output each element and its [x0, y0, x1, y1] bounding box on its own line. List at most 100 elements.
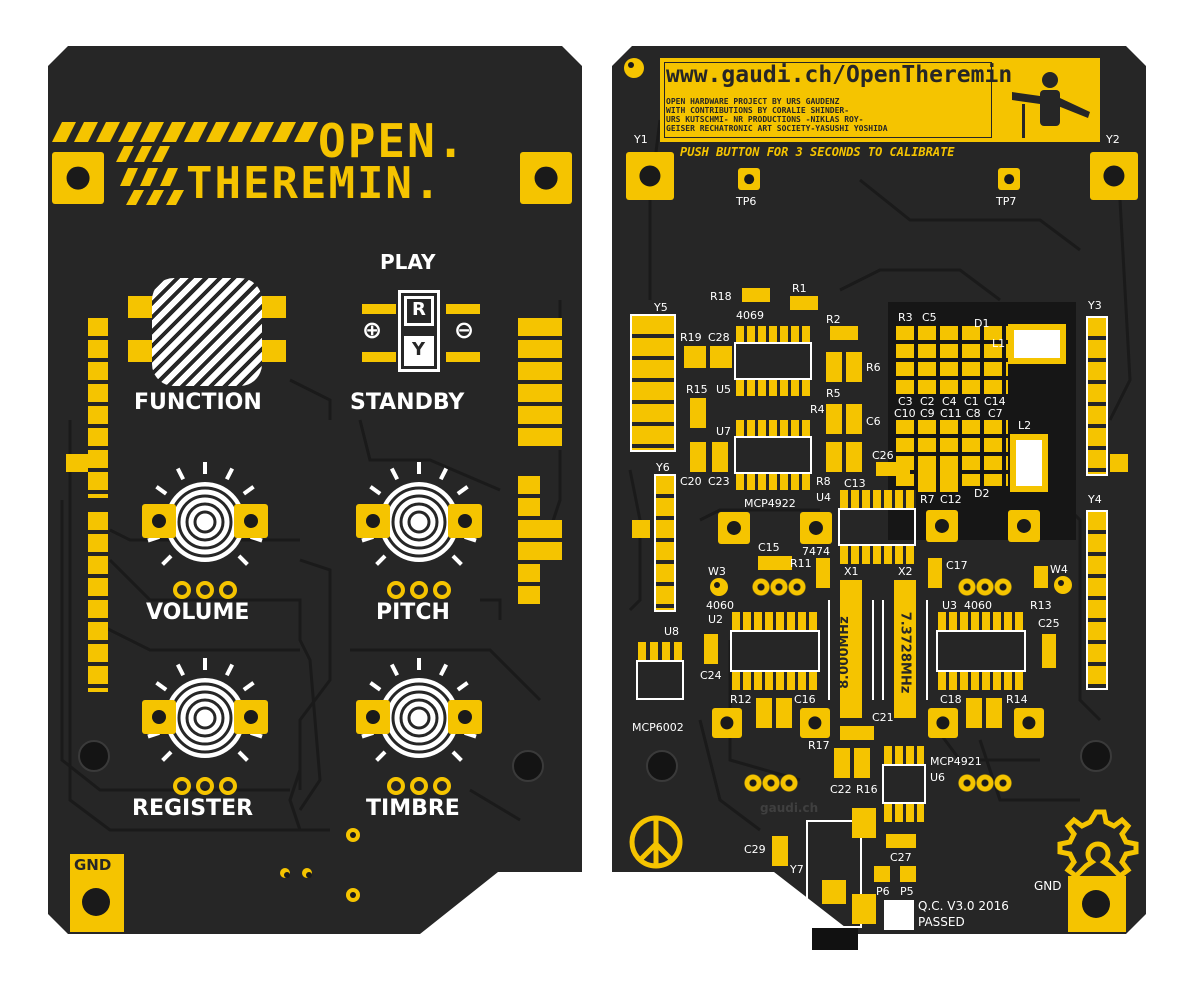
knob-ring — [399, 502, 439, 542]
c17-pad — [928, 558, 942, 588]
front-gnd-hole — [82, 888, 110, 916]
chip-u3-pins-bottom — [938, 672, 1026, 690]
knob-disc — [165, 678, 245, 758]
switch-pad-l2 — [362, 352, 396, 362]
r19-pad — [684, 346, 706, 368]
play-standby-switch[interactable] — [398, 290, 440, 372]
minus-symbol: ⊖ — [454, 316, 475, 344]
label-c6: C6 — [866, 415, 881, 428]
label-y5: Y5 — [654, 301, 668, 314]
label-mcp6002: MCP6002 — [632, 721, 684, 734]
label-u5: U5 — [716, 383, 732, 396]
knob-tick — [375, 750, 387, 762]
back-mount-pad-y1 — [626, 152, 674, 200]
chip-u3 — [936, 630, 1026, 672]
knob-tick — [225, 467, 235, 481]
label-c10: C10 — [894, 407, 916, 420]
knob-tick — [369, 485, 382, 496]
knob-tick — [155, 485, 168, 496]
knob-graphic — [142, 462, 268, 599]
label-w3: W3 — [708, 565, 726, 578]
pitch-knob[interactable] — [354, 460, 484, 600]
label-y2: Y2 — [1106, 133, 1120, 146]
knob-pin — [387, 581, 405, 599]
knob-pad-hole — [244, 710, 258, 724]
chip-u8 — [636, 660, 684, 700]
knob-pin — [410, 581, 428, 599]
label-r8: R8 — [816, 475, 831, 488]
register-label: REGISTER — [132, 796, 254, 821]
front-hole-left — [78, 740, 110, 772]
label-d2: D2 — [974, 487, 990, 500]
mount-pad-left — [52, 152, 104, 204]
label-mcp4922: MCP4922 — [744, 497, 796, 510]
knob-ring — [177, 494, 233, 550]
chip-u2 — [730, 630, 820, 672]
label-mcp4921: MCP4921 — [930, 755, 982, 768]
label-tp7: TP7 — [996, 195, 1017, 208]
front-header-left-2 — [88, 512, 108, 692]
knob-ring — [193, 510, 217, 534]
credits-panel-inner — [664, 62, 992, 138]
label-c3: C3 — [898, 395, 913, 408]
timbre-knob[interactable] — [354, 656, 484, 796]
label-u4: U4 — [816, 491, 832, 504]
c26-pad — [876, 462, 910, 476]
u3-mount-right — [1014, 708, 1044, 738]
label-l1: L1 — [992, 337, 1006, 350]
pot-holes-bottom-right — [958, 774, 1012, 792]
power-mount-left — [926, 510, 958, 542]
r12-pad — [756, 698, 772, 728]
label-c26: C26 — [872, 449, 894, 462]
qc-line-2: PASSED — [918, 915, 965, 929]
c29-pad — [772, 836, 788, 866]
label-c17: C17 — [946, 559, 968, 572]
r16-pad — [854, 748, 870, 778]
mount-pad-right — [520, 152, 572, 204]
x1-crystal — [840, 580, 862, 718]
label-c18: C18 — [940, 693, 962, 706]
back-corner-dot — [624, 58, 644, 78]
c18-pad — [966, 698, 982, 728]
volume-knob[interactable] — [140, 460, 270, 600]
label-c20: C20 — [680, 475, 702, 488]
knob-pin — [433, 777, 451, 795]
chip-u7-pins-bottom — [736, 474, 812, 490]
knob-ring — [407, 706, 431, 730]
label-c24: C24 — [700, 669, 722, 682]
tp7-pad — [998, 168, 1020, 190]
chip-u5-pins-top — [736, 326, 812, 342]
r8-pad-b — [846, 442, 862, 472]
audio-jack[interactable] — [806, 820, 862, 928]
knob-pin — [173, 581, 191, 599]
label-c16: C16 — [794, 693, 816, 706]
label-c13: C13 — [844, 477, 866, 490]
r7-pad — [918, 464, 936, 492]
knob-tick — [175, 663, 185, 677]
switch-pad-l1 — [362, 304, 396, 314]
knob-pad-hole — [244, 514, 258, 528]
knob-disc — [165, 482, 245, 562]
label-y4: Y4 — [1088, 493, 1102, 506]
r14-pad — [986, 698, 1002, 728]
function-button[interactable] — [152, 278, 262, 386]
chip-u4-pins-bottom — [840, 546, 916, 564]
knob-graphic — [356, 462, 482, 599]
label-r14: R14 — [1006, 693, 1028, 706]
r18-pad — [742, 288, 770, 302]
knob-pad-hole — [458, 514, 472, 528]
r6-pad — [826, 352, 842, 382]
knob-pin — [173, 777, 191, 795]
chip-u4 — [838, 508, 916, 546]
knob-disc — [379, 678, 459, 758]
credits-line-4: GEISER RECHATRONIC ART SOCIETY-YASUSHI Y… — [666, 124, 888, 133]
c12-pad — [940, 464, 958, 492]
chip-u3-pins-top — [938, 612, 1026, 630]
label-r11: R11 — [790, 557, 812, 570]
label-r17: R17 — [808, 739, 830, 752]
register-knob[interactable] — [140, 656, 270, 796]
chip-u5-pins-bottom — [736, 380, 812, 396]
label-x2: X2 — [898, 565, 913, 578]
function-button-pad-br — [260, 340, 286, 362]
